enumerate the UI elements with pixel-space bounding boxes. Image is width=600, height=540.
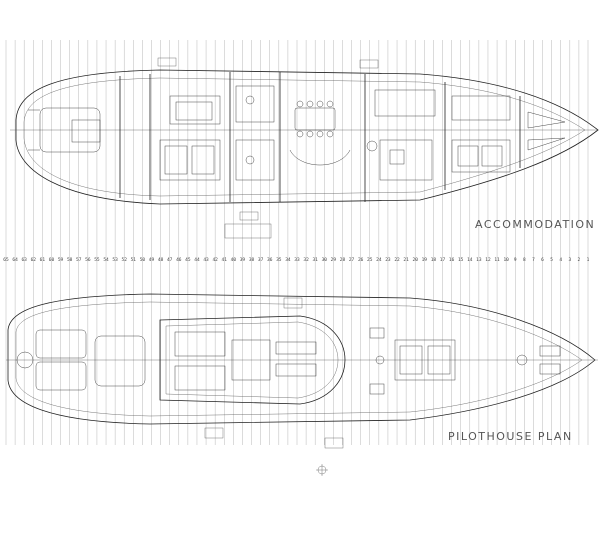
- station-number: 35: [276, 257, 282, 263]
- station-number: 4: [559, 257, 562, 263]
- compass-icon: [316, 464, 328, 476]
- station-number: 1: [587, 257, 590, 263]
- station-number: 29: [331, 257, 337, 263]
- station-number: 2: [578, 257, 581, 263]
- station-number: 22: [394, 257, 400, 263]
- station-number: 59: [58, 257, 64, 263]
- station-number: 27: [349, 257, 355, 263]
- station-number: 15: [458, 257, 464, 263]
- station-number: 9: [514, 257, 517, 263]
- station-number: 37: [258, 257, 264, 263]
- station-number: 51: [131, 257, 137, 263]
- station-number: 3: [568, 257, 571, 263]
- station-number: 39: [240, 257, 246, 263]
- accommodation-hull-outline: [15, 69, 599, 205]
- station-number: 60: [49, 257, 55, 263]
- station-number: 61: [40, 257, 46, 263]
- station-number: 40: [231, 257, 237, 263]
- station-number: 62: [31, 257, 37, 263]
- station-number: 49: [149, 257, 155, 263]
- station-number: 25: [367, 257, 373, 263]
- station-number: 30: [322, 257, 328, 263]
- station-number: 28: [340, 257, 346, 263]
- station-number: 64: [12, 257, 18, 263]
- station-number: 19: [422, 257, 428, 263]
- station-number: 23: [385, 257, 391, 263]
- station-number: 32: [303, 257, 309, 263]
- station-number: 54: [103, 257, 109, 263]
- station-number: 46: [176, 257, 182, 263]
- station-number: 10: [503, 257, 509, 263]
- station-grid-lines: [5, 40, 589, 445]
- station-number: 45: [185, 257, 191, 263]
- station-number: 43: [203, 257, 209, 263]
- station-number: 21: [403, 257, 409, 263]
- station-number: 20: [413, 257, 419, 263]
- station-number: 17: [440, 257, 446, 263]
- station-number: 47: [167, 257, 173, 263]
- pilothouse-hull-outline: [7, 293, 596, 425]
- station-number: 18: [431, 257, 437, 263]
- station-number: 55: [94, 257, 100, 263]
- station-number: 41: [222, 257, 228, 263]
- accommodation-plan-label: ACCOMMODATION PLAN: [475, 218, 600, 231]
- station-number: 42: [212, 257, 218, 263]
- pilothouse-plan-label: PILOTHOUSE PLAN: [448, 430, 573, 443]
- accommodation-plan: ACCOMMODATION PLAN: [10, 57, 600, 239]
- station-number: 13: [476, 257, 482, 263]
- station-number: 63: [21, 257, 27, 263]
- station-number: 36: [267, 257, 273, 263]
- station-number: 12: [485, 257, 491, 263]
- station-number: 6: [541, 257, 544, 263]
- station-number: 44: [194, 257, 200, 263]
- station-number: 5: [550, 257, 553, 263]
- station-number: 50: [140, 257, 146, 263]
- station-number: 58: [67, 257, 73, 263]
- station-number: 26: [358, 257, 364, 263]
- station-number: 48: [158, 257, 164, 263]
- station-number: 56: [85, 257, 91, 263]
- station-number: 33: [294, 257, 300, 263]
- accommodation-hull-inner: [23, 77, 586, 197]
- station-number: 8: [523, 257, 526, 263]
- station-number: 57: [76, 257, 82, 263]
- station-number: 24: [376, 257, 382, 263]
- station-number: 16: [449, 257, 455, 263]
- station-number: 52: [122, 257, 128, 263]
- station-number: 11: [494, 257, 500, 263]
- station-number: 53: [112, 257, 118, 263]
- station-number: 38: [249, 257, 255, 263]
- station-number: 34: [285, 257, 291, 263]
- pilothouse-plan: PILOTHOUSE PLAN: [6, 293, 598, 449]
- station-number: 65: [3, 257, 9, 263]
- station-number: 7: [532, 257, 535, 263]
- station-number: 31: [312, 257, 318, 263]
- station-number: 14: [467, 257, 473, 263]
